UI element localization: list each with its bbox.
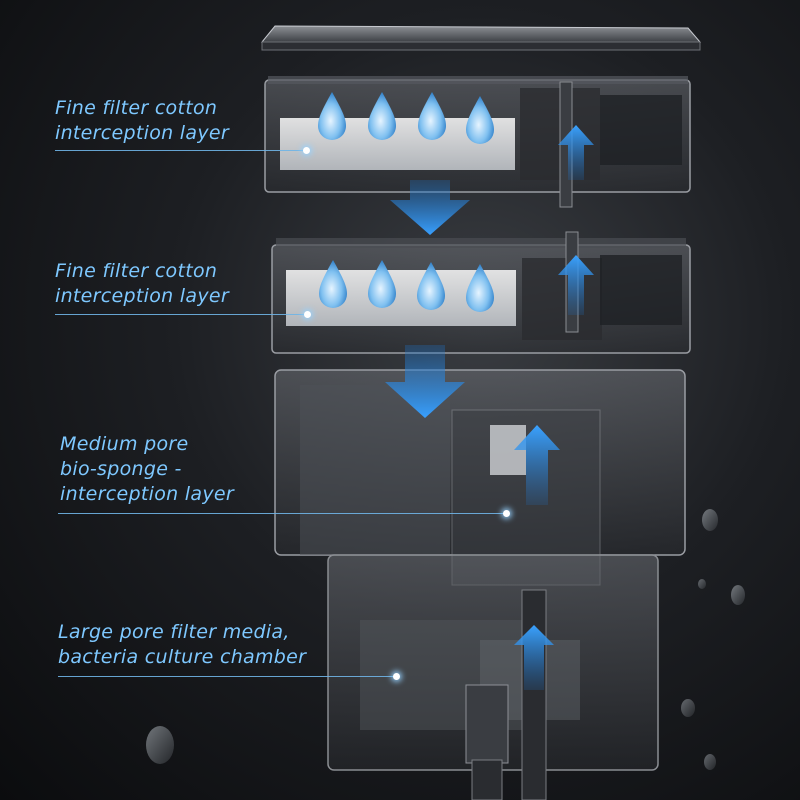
water-drops [318,92,494,312]
water-drop-icon [466,264,494,312]
annotation-label-fine-cotton-2: Fine filter cotton interception layer [55,260,229,307]
annotation-leader-line [58,513,506,514]
annotation-dot [304,311,311,318]
flow-arrows-down [385,180,470,418]
water-drop-icon [418,92,446,140]
annotation-dot [393,673,400,680]
annotation-label-bacteria-chamber: Large pore filter media, bacteria cultur… [58,621,307,668]
water-drop-icon [319,260,347,308]
annotation-leader-line [55,314,307,315]
flow-arrows-up [514,125,594,690]
flow-arrow-icon [558,125,594,180]
air-bubbles [146,509,745,770]
annotation-label-fine-cotton-1: Fine filter cotton interception layer [55,97,229,144]
annotation-dot [303,147,310,154]
water-drop-icon [318,92,346,140]
flow-arrow-icon [558,255,594,315]
flow-arrow-icon [514,625,554,690]
flow-arrow-icon [514,425,560,505]
annotation-label-bio-sponge: Medium pore bio-sponge - interception la… [60,433,234,505]
flow-arrow-icon [390,180,470,235]
filter-housing [274,369,686,800]
annotation-leader-line [55,150,305,151]
water-drop-icon [417,262,445,310]
water-drop-icon [466,96,494,144]
water-drop-icon [368,260,396,308]
flow-arrow-icon [385,345,465,418]
top-lid [260,25,702,51]
annotation-dot [503,510,510,517]
annotation-leader-line [58,676,396,677]
water-drop-icon [368,92,396,140]
